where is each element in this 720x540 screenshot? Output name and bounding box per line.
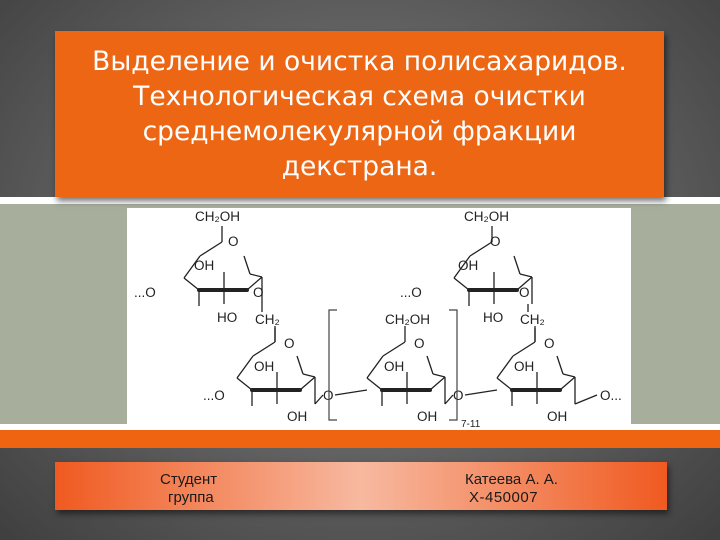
label-ring-o: O (490, 234, 501, 249)
group-number: Х-450007 (469, 489, 539, 506)
repeat-count: 7-11 (461, 419, 481, 430)
student-name: Катеева А. А. (465, 471, 558, 488)
link-bond (574, 394, 598, 405)
glucose-ring (235, 324, 317, 408)
label-ch2oh: CH₂OH (195, 209, 240, 224)
label-chain-end-left: ...O (134, 285, 156, 300)
label-ch2: CH₂ (255, 312, 280, 327)
label-ch2oh: CH₂OH (385, 312, 430, 327)
label-glycosidic-o: O (519, 285, 530, 300)
label-oh: OH (514, 359, 534, 374)
link-bond (334, 389, 368, 396)
label-oh: OH (547, 409, 567, 424)
label-ring-o: O (228, 234, 239, 249)
label-oh: OH (254, 359, 274, 374)
label-chain-end-left: ...O (203, 388, 225, 403)
group-label: группа (168, 489, 214, 506)
label-chain-end-left: ...O (400, 285, 422, 300)
label-ring-o: O (284, 336, 295, 351)
link-bond (314, 394, 324, 405)
label-glycosidic-o: O (253, 285, 264, 300)
glucose-ring (495, 324, 577, 408)
label-ho: HO (483, 310, 503, 325)
accent-bar (0, 430, 720, 448)
label-chain-end-right: O... (600, 388, 622, 403)
title-box: Выделение и очистка полисахаридов. Техно… (55, 31, 664, 197)
label-oh: OH (287, 409, 307, 424)
dextran-structure-panel: CH₂OH O OH ...O O HO CH₂ CH₂OH O OH ...O… (127, 208, 631, 430)
bracket-right (449, 309, 458, 421)
label-ring-o: O (414, 336, 425, 351)
label-oh: OH (417, 409, 437, 424)
slide-title: Выделение и очистка полисахаридов. Техно… (92, 46, 627, 182)
label-glycosidic-o: O (453, 388, 464, 403)
bracket-left (328, 309, 337, 421)
label-ho: HO (217, 310, 237, 325)
label-oh: OH (458, 258, 478, 273)
link-bond (444, 394, 454, 405)
link-bond (464, 389, 498, 396)
student-label: Студент (160, 471, 218, 488)
divider-stripe-top (0, 197, 720, 204)
dextran-structure-diagram: CH₂OH O OH ...O O HO CH₂ CH₂OH O OH ...O… (134, 209, 622, 430)
label-oh: OH (384, 359, 404, 374)
footer-box: Студент группа Катеева А. А. Х-450007 (55, 462, 667, 510)
label-oh: OH (194, 258, 214, 273)
label-glycosidic-o: O (323, 388, 334, 403)
label-ch2: CH₂ (520, 312, 545, 327)
label-ch2oh: CH₂OH (464, 209, 509, 224)
label-ring-o: O (544, 336, 555, 351)
glucose-ring (365, 324, 447, 408)
